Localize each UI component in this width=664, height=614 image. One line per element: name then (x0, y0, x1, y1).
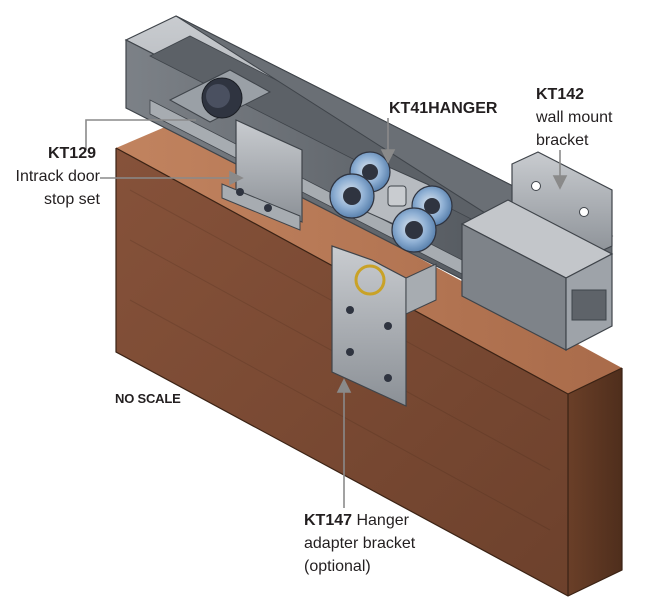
kt147-line2: (optional) (304, 558, 371, 575)
wood-side-face (568, 368, 622, 596)
kt142-code: KT142 (536, 86, 585, 103)
no-scale-note: NO SCALE (115, 391, 181, 406)
kt147-line0: KT147 Hanger (304, 510, 409, 531)
kt129-line1: Intrack door (15, 168, 100, 185)
kt142-line1: wall mount (536, 109, 613, 126)
wall-mount-bracket (460, 151, 614, 351)
kt41-code: KT41HANGER (389, 100, 498, 117)
kt147-line1: adapter bracket (304, 535, 416, 552)
leader-lines (85, 118, 568, 508)
kt147-code: KT147 (304, 512, 353, 529)
hanger-adapter-bracket (331, 245, 437, 407)
door-stop-set (168, 69, 303, 231)
kt129-line2: stop set (43, 191, 100, 208)
kt129-leader (85, 119, 196, 150)
hanger-wheels (329, 151, 453, 253)
kt129-code: KT129 (47, 145, 96, 162)
kt142-line2: bracket (536, 132, 589, 149)
kt147-desc: Hanger (352, 512, 409, 529)
